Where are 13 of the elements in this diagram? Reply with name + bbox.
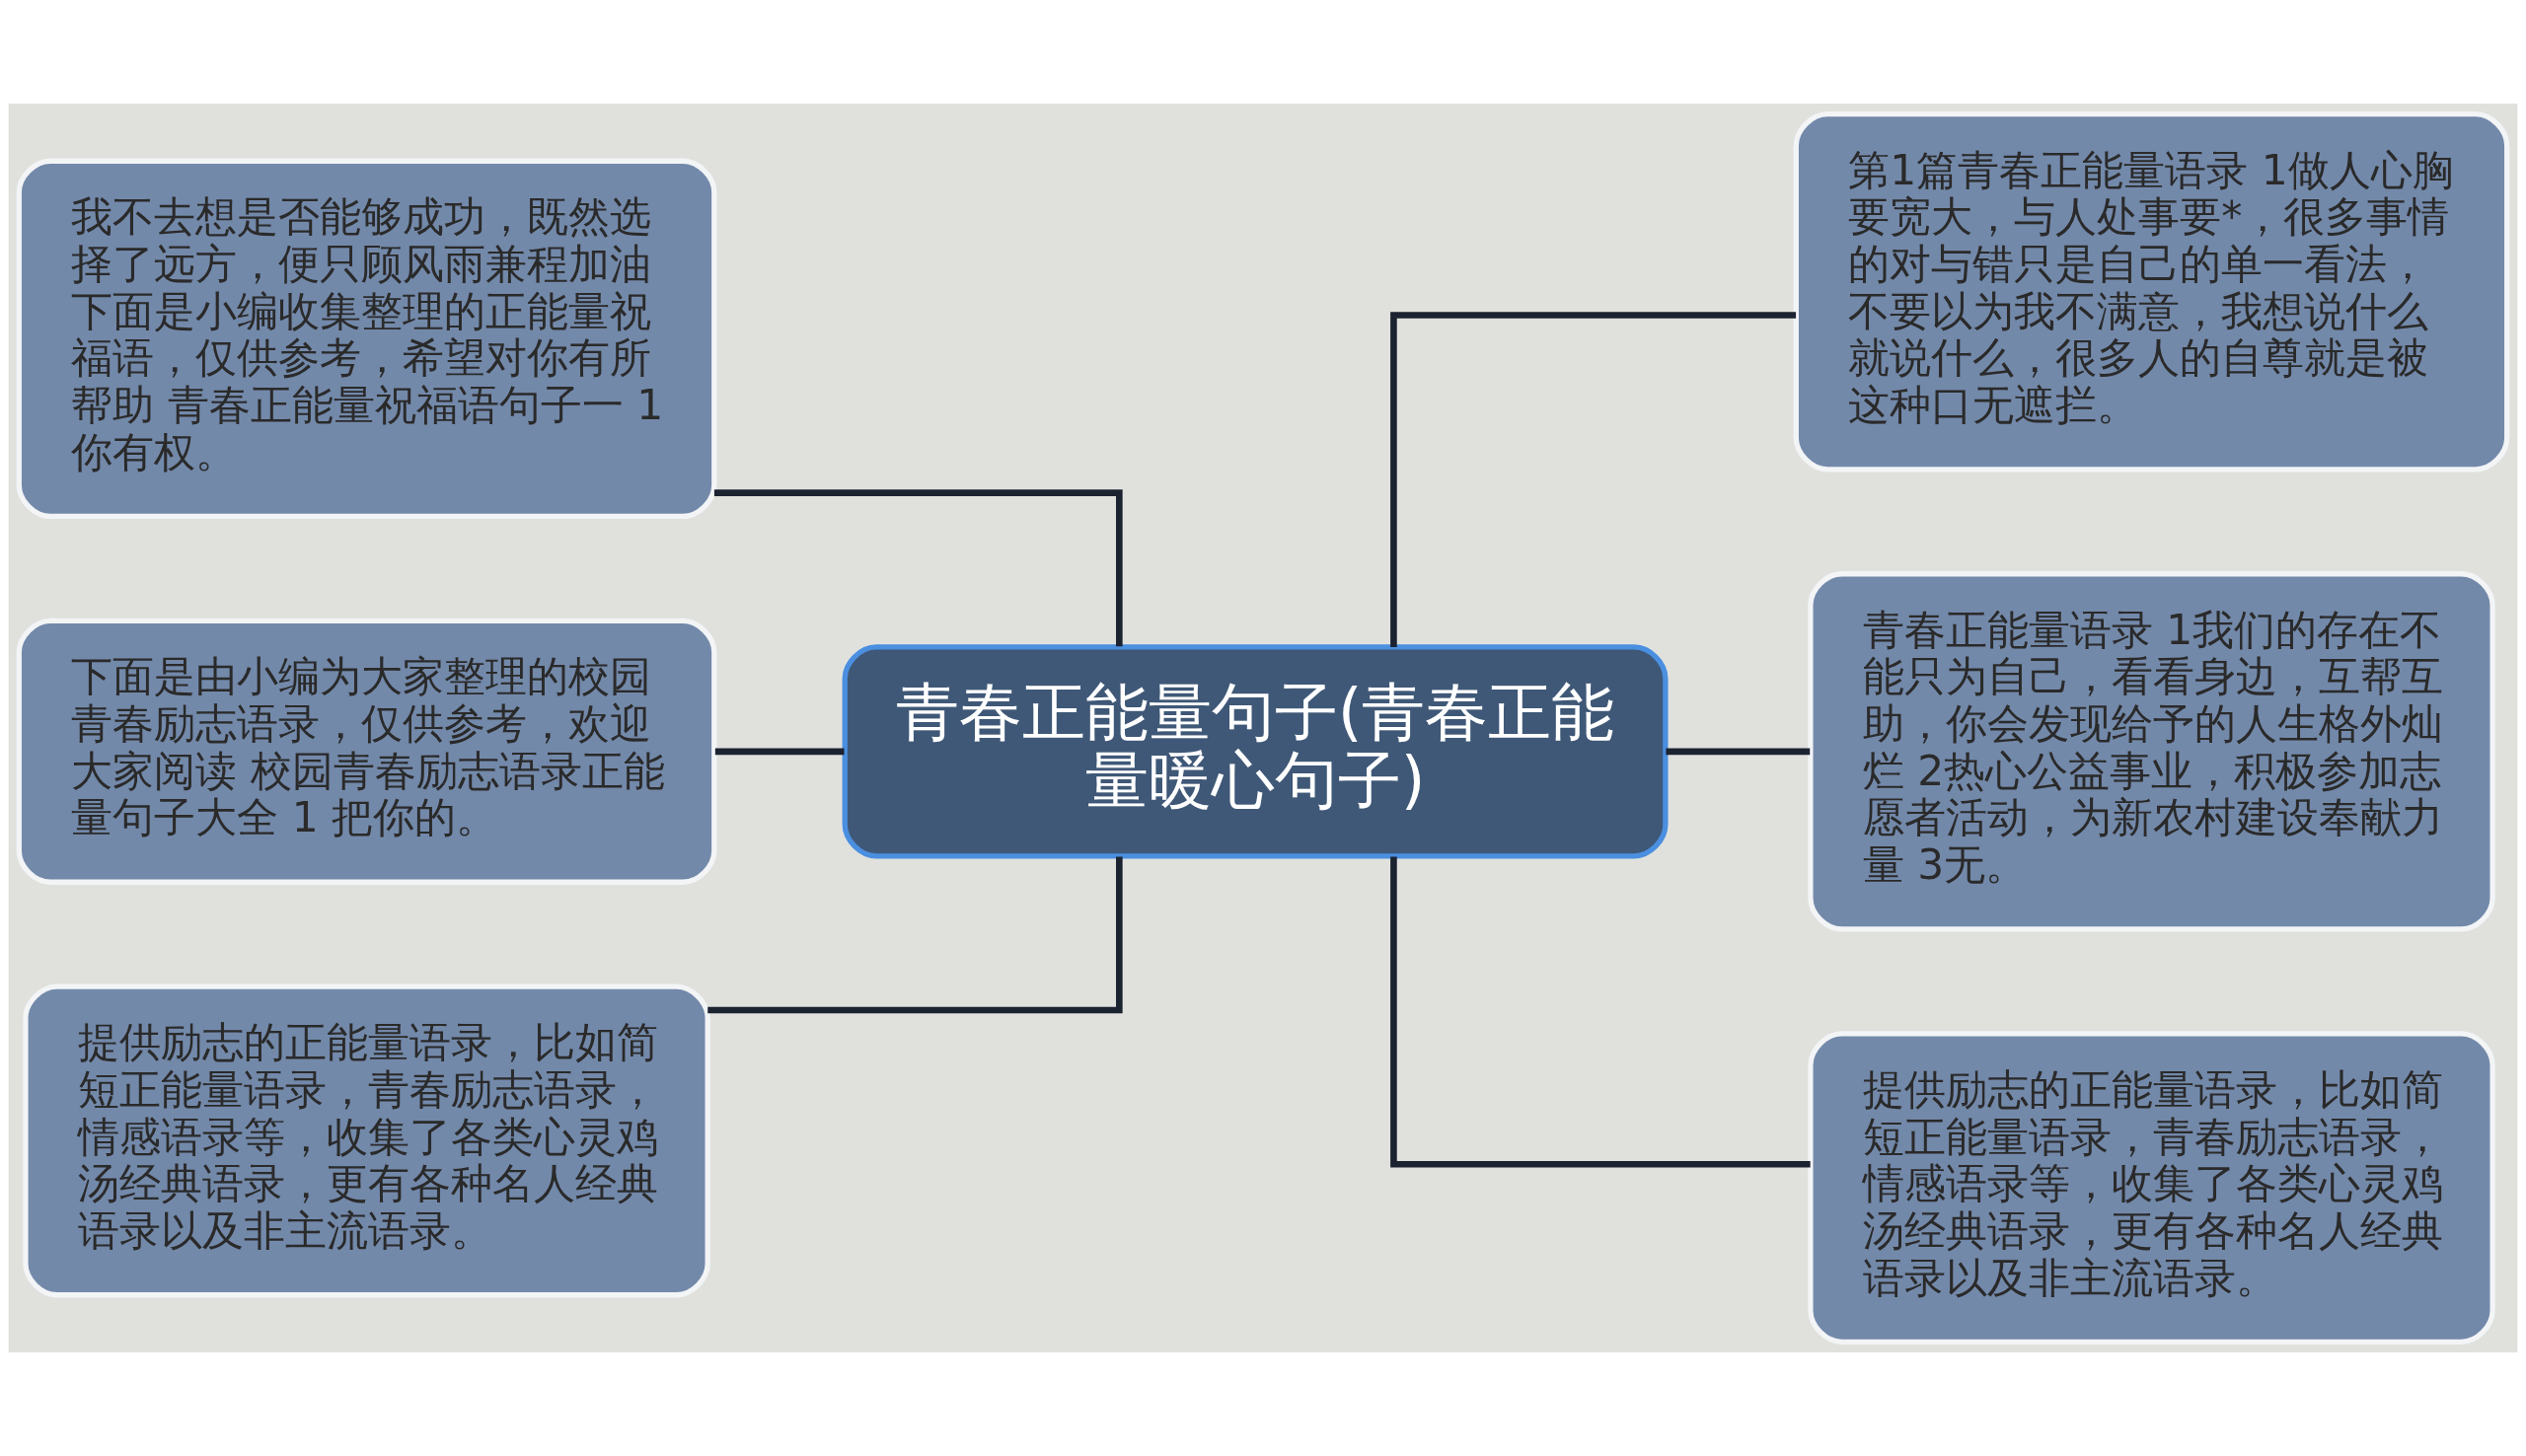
node-box: 青春正能量句子(青春正能量暖心句子) [842,644,1669,859]
node-box: 提供励志的正能量语录，比如简短正能量语录，青春励志语录，情感语录等，收集了各类心灵鸡汤经典语录，更有各种名人经典语录以及非主流语录。 [1808,1031,2495,1346]
node-box: 青春正能量语录 1我们的存在不能只为自己，看看身边，互帮互助，你会发现给予的人生格外灿烂 2热心公益事业，积极参加志愿者活动，为新农村建设奉献力量 3无。 [1808,571,2495,932]
connector [1390,856,1811,1168]
connector [1666,748,1811,756]
connector [1390,312,1797,647]
node-box: 第1篇青春正能量语录 1做人心胸要宽大，与人处事要*，很多事情的对与错只是自己的单一看法，不要以为我不满意，我想说什么就说什么，很多人的自尊就是被这种口无遮拦。 [1793,110,2510,473]
connector [707,856,1123,1014]
node-box: 下面是由小编为大家整理的校园青春励志语录，仅供参考，欢迎大家阅读 校园青春励志语录正能量句子大全 1 把你的。 [16,618,717,885]
node-box: 提供励志的正能量语录，比如简短正能量语录，青春励志语录，情感语录等，收集了各类心灵鸡汤经典语录，更有各种名人经典语录以及非主流语录。 [23,983,710,1298]
connector [714,748,845,756]
connector [713,489,1123,647]
node-box: 我不去想是否能够成功，既然选择了远方，便只顾风雨兼程加油下面是小编收集整理的正能量祝福语，仅供参考，希望对你有所帮助 青春正能量祝福语句子一 1你有权。 [16,158,717,520]
